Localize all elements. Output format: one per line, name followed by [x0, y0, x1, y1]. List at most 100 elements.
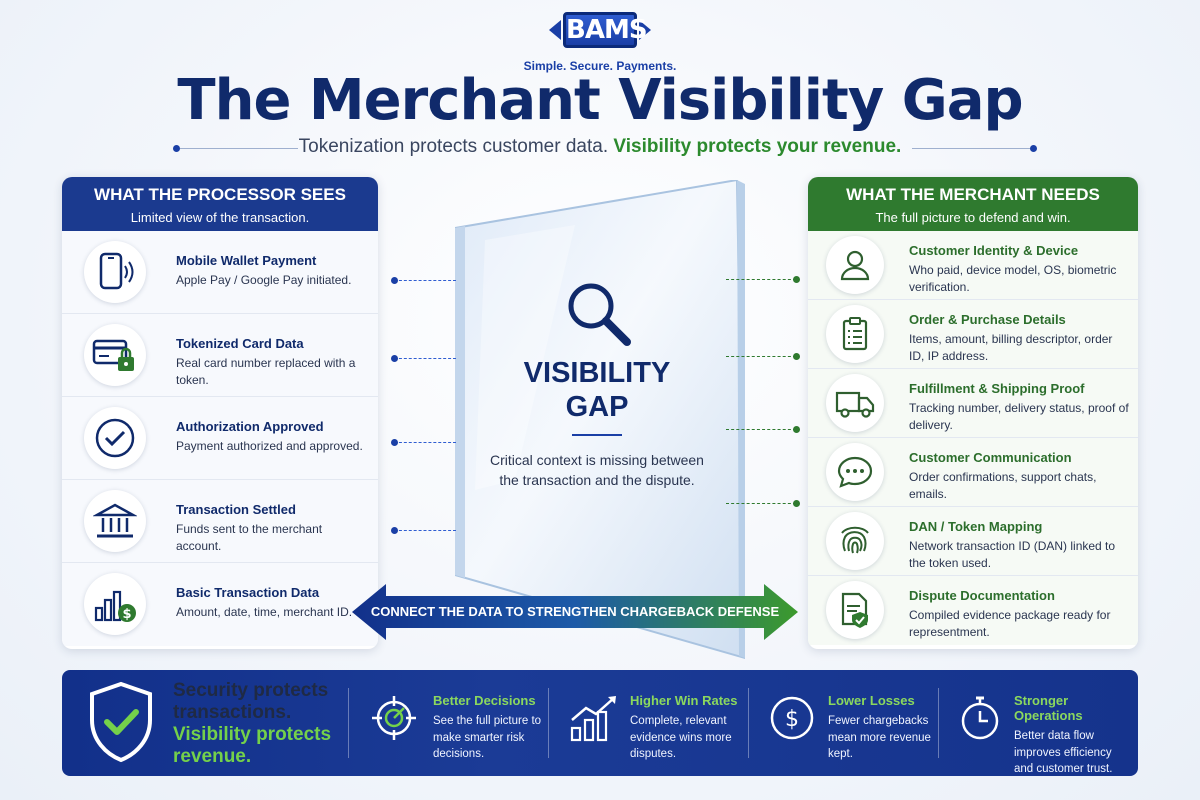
connector-dot-left [391, 355, 398, 362]
page-subtitle: Tokenization protects customer data. Vis… [0, 136, 1200, 158]
logo-wing-right [639, 20, 651, 40]
feature-lower-losses: Lower Losses Fewer chargebacks mean more… [828, 693, 934, 763]
merchant-panel-header: WHAT THE MERCHANT NEEDS The full picture… [808, 177, 1138, 231]
connect-data-arrow [352, 584, 798, 640]
feature-stronger-operations: Stronger Operations Better data flow imp… [1014, 693, 1132, 778]
item-title: Fulfillment & Shipping Proof [909, 381, 1085, 396]
merchant-panel-title: WHAT THE MERCHANT NEEDS [846, 185, 1100, 204]
visibility-gap-line-1: VISIBILITY [523, 357, 671, 389]
item-title: Customer Communication [909, 450, 1072, 465]
truck-icon [826, 374, 884, 432]
feature-title: Stronger Operations [1014, 693, 1083, 723]
stopwatch-icon [961, 696, 999, 740]
visibility-gap-line-2: GAP [565, 391, 629, 423]
processor-panel: WHAT THE PROCESSOR SEES Limited view of … [62, 177, 378, 649]
dollar-coin-icon: $ [770, 696, 814, 740]
glass-pane [455, 180, 745, 660]
feature-desc: Better data flow improves efficiency and… [1014, 730, 1113, 775]
item-title: Dispute Documentation [909, 588, 1055, 603]
subtitle-part-1: Tokenization protects customer data. [298, 136, 609, 157]
item-title: Basic Transaction Data [176, 585, 320, 600]
list-item: Transaction Settled Funds sent to the me… [62, 480, 378, 563]
brand-tagline: Simple. Secure. Payments. [523, 59, 677, 73]
connector-dot-right [793, 500, 800, 507]
connector-right [726, 429, 796, 430]
chat-icon [826, 443, 884, 501]
logo-text: BAMS [563, 12, 648, 48]
subtitle-part-2: Visibility protects your revenue. [613, 136, 902, 157]
footer-line-4: revenue. [173, 746, 252, 767]
fingerprint-icon [826, 512, 884, 570]
connector-right [726, 356, 796, 357]
connector-dot-left [391, 277, 398, 284]
item-desc: Payment authorized and approved. [176, 439, 363, 453]
processor-list: Mobile Wallet Payment Apple Pay / Google… [62, 231, 378, 649]
shield-check-icon [90, 681, 152, 763]
feature-title: Higher Win Rates [630, 693, 738, 708]
footer-line-1: Security protects [173, 680, 329, 701]
item-title: Authorization Approved [176, 419, 324, 434]
item-title: Customer Identity & Device [909, 243, 1079, 258]
bams-logo: BAMS [545, 8, 655, 52]
footer-line-2: transactions. [173, 702, 292, 723]
subtitle-dot-right [1030, 145, 1037, 152]
feature-better-decisions: Better Decisions See the full picture to… [433, 693, 543, 763]
list-item: Fulfillment & Shipping Proof Tracking nu… [808, 369, 1138, 438]
footer-headline: Security protects transactions. Visibili… [173, 680, 331, 768]
visibility-gap-text: Critical context is missing between the … [490, 452, 704, 488]
feature-title: Better Decisions [433, 693, 536, 708]
footer-line-3: Visibility protects [173, 724, 332, 745]
item-title: DAN / Token Mapping [909, 519, 1043, 534]
list-item: Customer Communication Order confirmatio… [808, 438, 1138, 507]
feature-desc: Complete, relevant evidence wins more di… [630, 715, 732, 760]
connector-left [394, 442, 456, 443]
connector-right [726, 279, 796, 280]
item-desc: Real card number replaced with a token. [176, 356, 356, 387]
connector-dot-right [793, 426, 800, 433]
connector-left [394, 358, 456, 359]
growth-chart-icon [570, 696, 616, 742]
footer-divider [548, 688, 549, 758]
list-item: DAN / Token Mapping Network transaction … [808, 507, 1138, 576]
item-desc: Network transaction ID (DAN) linked to t… [909, 539, 1116, 570]
processor-panel-title: WHAT THE PROCESSOR SEES [94, 185, 346, 204]
list-item: Dispute Documentation Compiled evidence … [808, 576, 1138, 645]
bar-chart-dollar-icon: $ [84, 573, 146, 635]
merchant-list: Customer Identity & Device Who paid, dev… [808, 231, 1138, 649]
item-title: Order & Purchase Details [909, 312, 1066, 327]
merchant-panel-subtitle: The full picture to defend and win. [875, 210, 1071, 225]
feature-higher-win-rates: Higher Win Rates Complete, relevant evid… [630, 693, 742, 763]
checkmark-icon [84, 407, 146, 469]
svg-text:$: $ [785, 707, 799, 732]
mobile-wallet-icon [84, 241, 146, 303]
item-desc: Items, amount, billing descriptor, order… [909, 332, 1113, 363]
item-desc: Funds sent to the merchant account. [176, 522, 323, 553]
item-desc: Who paid, device model, OS, biometric ve… [909, 263, 1117, 294]
list-item: Authorization Approved Payment authorize… [62, 397, 378, 480]
subtitle-dot-left [173, 145, 180, 152]
brand-header: BAMS Simple. Secure. Payments. [0, 8, 1200, 73]
user-icon [826, 236, 884, 294]
item-desc: Compiled evidence package ready for repr… [909, 608, 1111, 639]
item-title: Transaction Settled [176, 502, 296, 517]
item-title: Tokenized Card Data [176, 336, 304, 351]
feature-title: Lower Losses [828, 693, 915, 708]
clipboard-icon [826, 305, 884, 363]
tokenized-card-icon [84, 324, 146, 386]
footer-divider [938, 688, 939, 758]
item-desc: Apple Pay / Google Pay initiated. [176, 273, 352, 287]
item-title: Mobile Wallet Payment [176, 253, 317, 268]
list-item: $ Basic Transaction Data Amount, date, t… [62, 563, 378, 646]
connector-dot-left [391, 527, 398, 534]
connector-dot-left [391, 439, 398, 446]
list-item: Tokenized Card Data Real card number rep… [62, 314, 378, 397]
visibility-gap-title: VISIBILITY GAP [490, 356, 704, 424]
subtitle-line-right [912, 148, 1030, 149]
connector-dot-right [793, 353, 800, 360]
subtitle-line-left [180, 148, 298, 149]
target-icon [372, 696, 416, 740]
processor-panel-subtitle: Limited view of the transaction. [130, 210, 310, 225]
connector-dot-right [793, 276, 800, 283]
svg-text:$: $ [122, 607, 131, 622]
connector-right [726, 503, 796, 504]
